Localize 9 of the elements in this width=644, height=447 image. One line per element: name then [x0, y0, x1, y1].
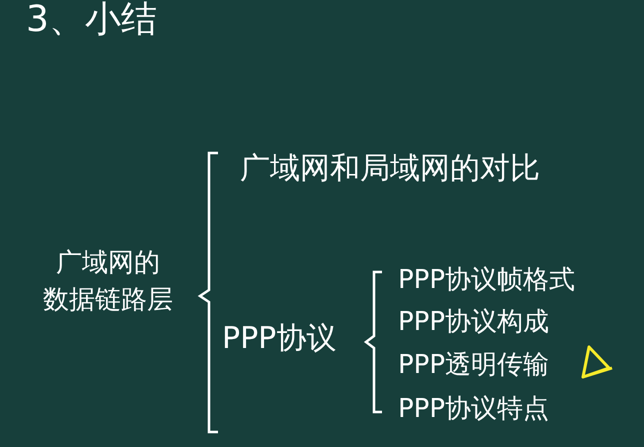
- topic-text: 数据链路层: [43, 284, 173, 316]
- title: 3、小结: [26, 0, 157, 42]
- topic-text: 广域网的: [56, 247, 160, 280]
- topic-text: PPP协议构成: [398, 306, 550, 338]
- topic-text: PPP透明传输: [398, 349, 550, 382]
- topic-text: PPP协议帧格式: [398, 264, 576, 296]
- topic-text: 广域网和局域网的对比: [240, 150, 540, 188]
- topic-text: PPP协议: [222, 320, 336, 358]
- topic-text: PPP协议特点: [398, 393, 550, 426]
